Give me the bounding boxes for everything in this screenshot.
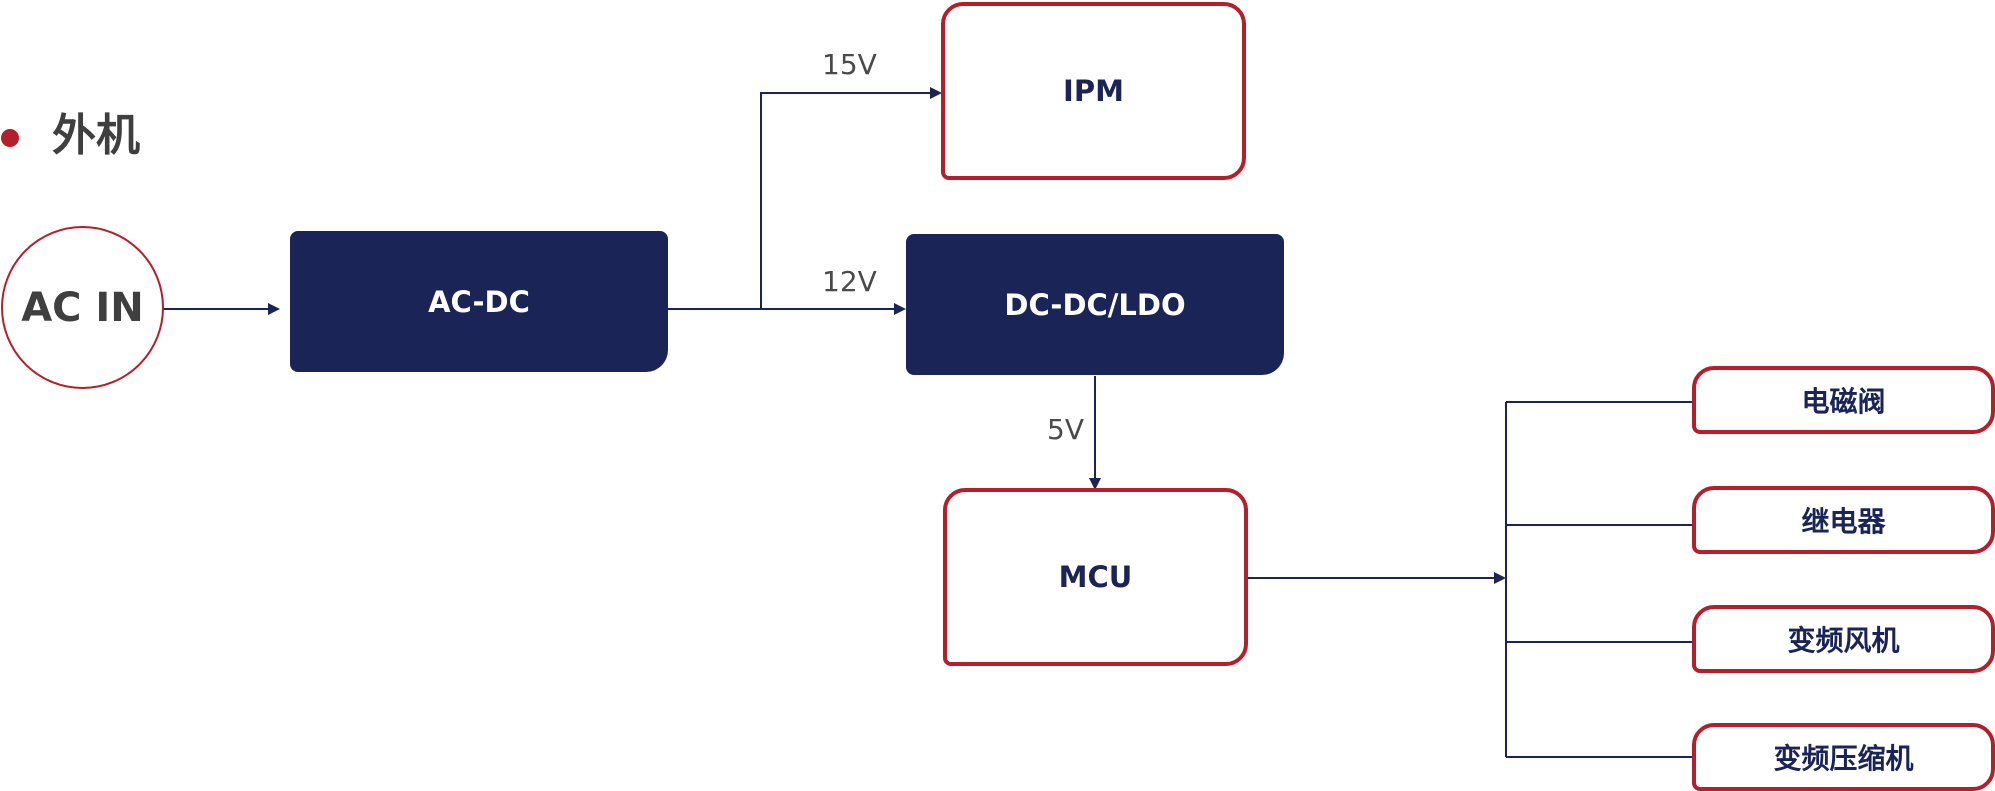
node-solenoid-valve: 电磁阀 — [1692, 366, 1995, 434]
voltage-label-12v: 12V — [822, 265, 877, 298]
node-dc-dc-ldo: DC-DC/LDO — [906, 234, 1284, 375]
voltage-label-5v: 5V — [1047, 413, 1084, 446]
node-ac-in-label: AC IN — [21, 284, 144, 331]
node-mcu: MCU — [943, 488, 1248, 666]
node-vf-fan: 变频风机 — [1692, 605, 1995, 673]
node-mcu-label: MCU — [1058, 560, 1133, 594]
node-solenoid-valve-label: 电磁阀 — [1801, 385, 1886, 418]
node-ipm: IPM — [941, 2, 1246, 180]
node-ac-dc: AC-DC — [290, 231, 668, 372]
node-vf-fan-label: 变频风机 — [1787, 624, 1900, 657]
node-dc-dc-ldo-label: DC-DC/LDO — [1004, 287, 1186, 322]
node-ipm-label: IPM — [1063, 74, 1124, 108]
node-ac-dc-label: AC-DC — [428, 284, 530, 319]
node-relay-label: 继电器 — [1801, 505, 1886, 538]
node-ac-in: AC IN — [1, 226, 164, 389]
bullet-dot — [1, 129, 19, 147]
voltage-label-15v: 15V — [822, 48, 877, 81]
node-vf-compressor-label: 变频压缩机 — [1773, 742, 1914, 775]
node-vf-compressor: 变频压缩机 — [1692, 723, 1995, 791]
edge-acdc-to-ipm — [760, 87, 942, 309]
section-title: 外机 — [52, 110, 140, 161]
node-relay: 继电器 — [1692, 486, 1995, 554]
